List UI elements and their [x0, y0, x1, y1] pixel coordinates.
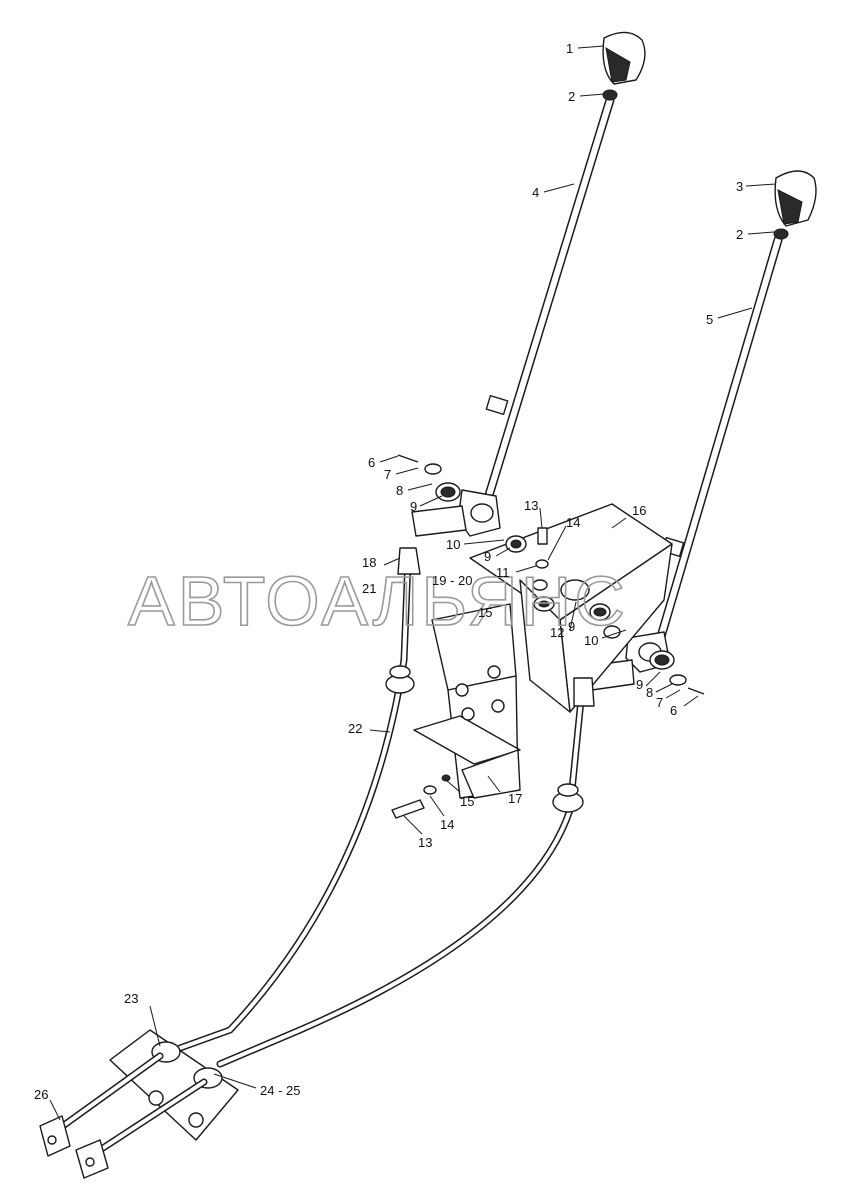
- callout-17: 17: [508, 791, 522, 806]
- callout-7-left: 7: [384, 467, 391, 482]
- clevis-lower: [75, 1078, 208, 1179]
- lever-rod-4: [481, 95, 615, 510]
- callout-8-left: 8: [396, 483, 403, 498]
- callout-9-mid: 9: [484, 549, 491, 564]
- pivot-left: [397, 454, 501, 537]
- callout-8-right: 8: [646, 685, 653, 700]
- callout-1: 1: [566, 41, 573, 56]
- callout-2-top: 2: [568, 89, 575, 104]
- callout-14-top: 14: [566, 515, 580, 530]
- callout-7-right: 7: [656, 695, 663, 710]
- callout-5: 5: [706, 312, 713, 327]
- callout-21: 21: [362, 581, 376, 596]
- cable-22: [176, 547, 421, 1052]
- end-bracket-23: [109, 1029, 239, 1141]
- callout-14-bottom: 14: [440, 817, 454, 832]
- lever-rod-5: [655, 235, 783, 645]
- callout-9-left: 9: [410, 499, 417, 514]
- callout-4: 4: [532, 185, 539, 200]
- knob-3: [774, 170, 817, 227]
- callout-24-25: 24 - 25: [260, 1083, 300, 1098]
- callout-19-20: 19 - 20: [432, 573, 472, 588]
- callout-10-left: 10: [446, 537, 460, 552]
- cable-right: [216, 677, 595, 1068]
- leader-lines: [49, 45, 777, 1121]
- washer-2-top: [602, 89, 618, 101]
- callout-9-right: 9: [636, 677, 643, 692]
- callout-6-left: 6: [368, 455, 375, 470]
- bracket-17: [413, 603, 521, 799]
- clevis-26: [39, 1052, 164, 1157]
- callout-2-right: 2: [736, 227, 743, 242]
- watermark-text: АВТОАЛЬЯНС: [128, 562, 628, 640]
- pivot-right: [587, 631, 705, 695]
- callout-16: 16: [632, 503, 646, 518]
- callout-15-top: 15: [478, 605, 492, 620]
- knob-1: [602, 31, 646, 85]
- callout-3: 3: [736, 179, 743, 194]
- callout-11: 11: [496, 565, 510, 580]
- callout-10-right: 10: [584, 633, 598, 648]
- callout-13-top: 13: [524, 498, 538, 513]
- callout-12: 12: [550, 625, 564, 640]
- callout-26: 26: [34, 1087, 48, 1102]
- callout-15-bottom: 15: [460, 794, 474, 809]
- washer-2-right: [773, 228, 789, 240]
- callout-13-bottom: 13: [418, 835, 432, 850]
- callout-22: 22: [348, 721, 362, 736]
- callout-labels: 1 2 3 2 4 5 6 7 8 9 10 9 13 14 16 11 15 …: [34, 41, 743, 1102]
- fastener-group: [391, 527, 621, 819]
- callout-6-right: 6: [670, 703, 677, 718]
- callout-9-right-top: 9: [568, 619, 575, 634]
- callout-23: 23: [124, 991, 138, 1006]
- callout-18: 18: [362, 555, 376, 570]
